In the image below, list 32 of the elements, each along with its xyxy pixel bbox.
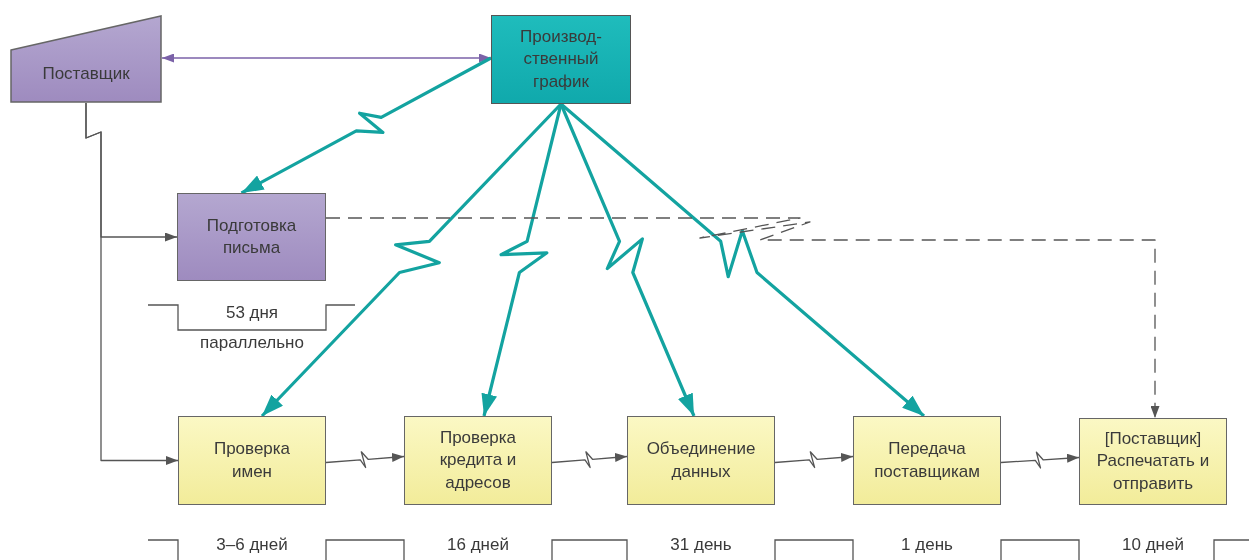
process-box xyxy=(627,416,775,505)
arrow xyxy=(1000,451,1080,469)
box-label: Поставщик xyxy=(42,62,130,85)
process-box xyxy=(178,416,326,505)
box-label: Подготовка письма xyxy=(205,214,298,259)
process-box xyxy=(1079,418,1227,505)
arrow xyxy=(774,451,854,469)
arrow xyxy=(551,451,628,469)
schedule-box xyxy=(491,15,631,104)
box-label: Передача поставщикам xyxy=(873,438,981,483)
box-label: Проверка имен xyxy=(212,438,292,483)
duration-label: 10 дней xyxy=(1121,535,1185,555)
supplier-trapezoid xyxy=(10,15,162,103)
arrow xyxy=(161,53,492,63)
dashed-arrow xyxy=(325,217,1160,419)
process-box xyxy=(404,416,552,505)
box-label: Объединение данных xyxy=(645,438,757,483)
duration-label: 1 день xyxy=(900,535,954,555)
lightning-arrow xyxy=(240,56,492,195)
process-box xyxy=(177,193,326,281)
duration-label: 3–6 дней xyxy=(215,535,289,555)
duration-label: 53 дня xyxy=(224,303,280,323)
box-label: Проверка кредита и адресов xyxy=(438,427,518,494)
box-label: [Поставщик] Распечатать и отправить xyxy=(1095,428,1211,495)
duration-label: параллельно xyxy=(199,333,305,353)
arrow xyxy=(325,451,405,469)
box-label: Производ- ственный график xyxy=(519,26,603,93)
process-box xyxy=(853,416,1001,505)
duration-label: 16 дней xyxy=(446,535,510,555)
arrow xyxy=(85,102,179,465)
duration-label: 31 день xyxy=(669,535,733,555)
lightning-arrow xyxy=(481,103,563,417)
